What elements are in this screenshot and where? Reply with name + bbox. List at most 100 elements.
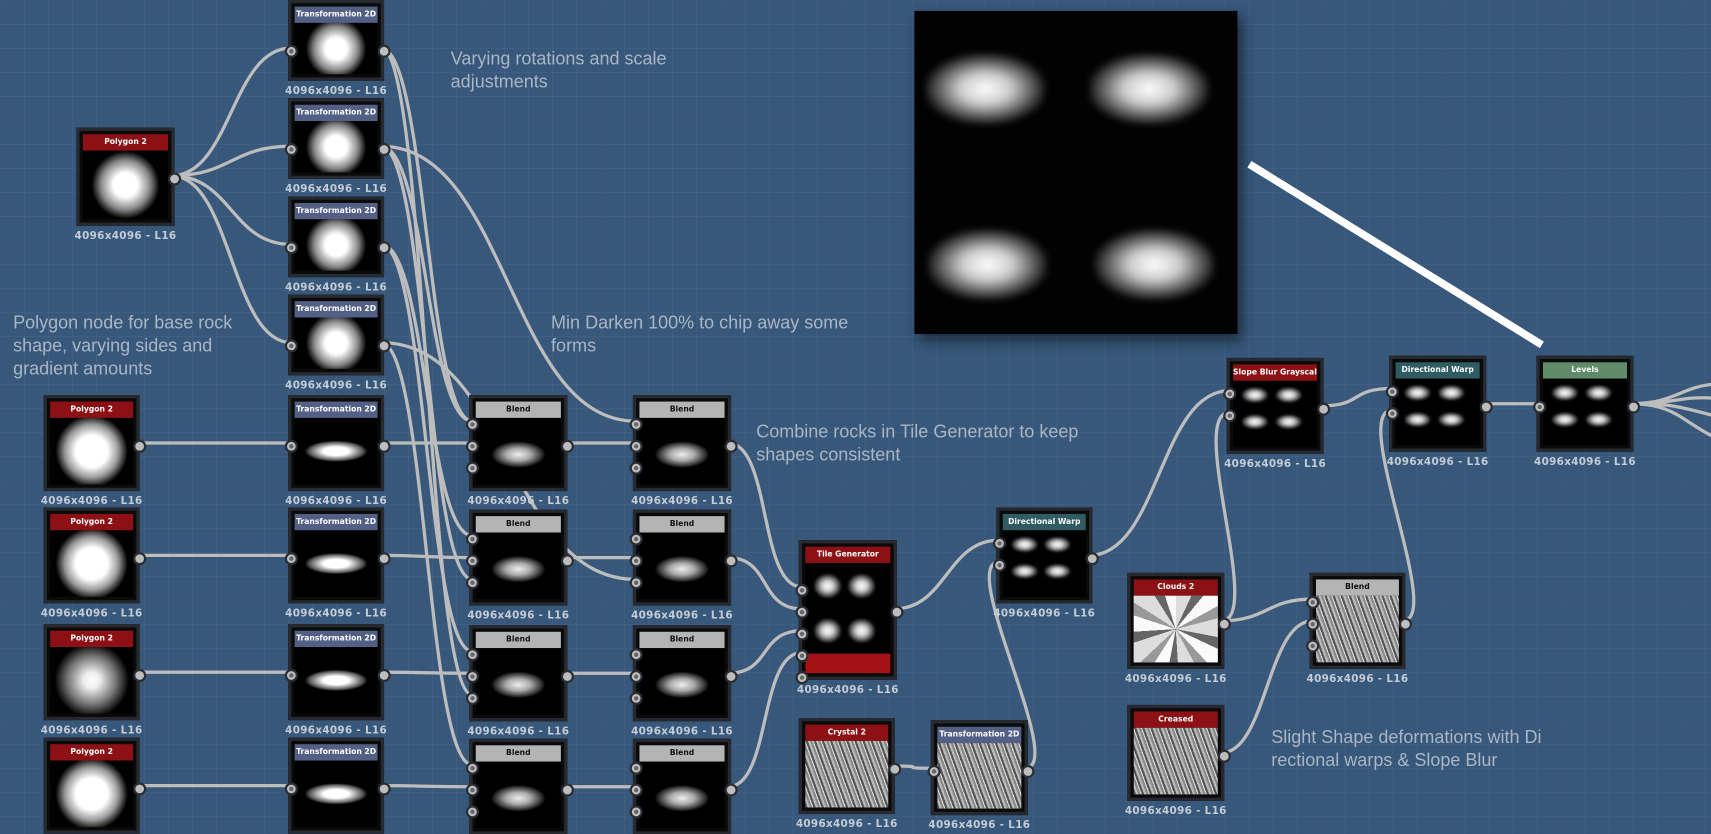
node-title[interactable]: Polygon 2: [50, 513, 134, 531]
output-port[interactable]: [377, 668, 391, 682]
input-port[interactable]: [465, 669, 480, 684]
input-port[interactable]: [284, 439, 298, 453]
node-title[interactable]: Blend: [1315, 579, 1399, 596]
input-port[interactable]: [629, 669, 643, 684]
input-port[interactable]: [1385, 407, 1399, 421]
input-port[interactable]: [465, 439, 480, 453]
node-title[interactable]: Polygon 2: [50, 630, 134, 648]
output-port[interactable]: [133, 782, 147, 796]
input-port[interactable]: [629, 461, 643, 475]
node-title[interactable]: Transformation 2D: [294, 6, 378, 23]
output-port[interactable]: [133, 439, 147, 453]
node-title[interactable]: Polygon 2: [50, 744, 134, 761]
input-port[interactable]: [629, 439, 643, 453]
node-title[interactable]: Blend: [639, 745, 725, 762]
node-title[interactable]: Polygon 2: [50, 401, 134, 418]
input-port[interactable]: [1223, 387, 1237, 401]
node-title[interactable]: Blend: [639, 401, 725, 418]
output-port[interactable]: [377, 44, 391, 58]
node-title[interactable]: Transformation 2D: [294, 202, 378, 220]
input-port[interactable]: [465, 576, 480, 590]
output-port[interactable]: [724, 783, 738, 797]
input-port[interactable]: [1306, 595, 1320, 609]
node-title[interactable]: Blend: [475, 401, 561, 418]
node-title[interactable]: Directional Warp: [1002, 513, 1086, 531]
output-port[interactable]: [1317, 402, 1331, 416]
input-port[interactable]: [465, 805, 480, 819]
output-port[interactable]: [377, 241, 391, 255]
node-title[interactable]: Transformation 2D: [294, 401, 378, 418]
input-port[interactable]: [629, 554, 643, 568]
output-port[interactable]: [560, 439, 574, 453]
input-port[interactable]: [927, 764, 941, 779]
input-port[interactable]: [992, 536, 1007, 550]
output-port[interactable]: [377, 552, 391, 566]
input-port[interactable]: [465, 761, 480, 775]
node-title[interactable]: Directional Warp: [1395, 362, 1480, 379]
output-port[interactable]: [560, 554, 574, 568]
output-port[interactable]: [724, 439, 738, 453]
input-port[interactable]: [465, 648, 480, 662]
output-port[interactable]: [560, 783, 574, 797]
node-title[interactable]: Blend: [475, 631, 561, 649]
input-port[interactable]: [1306, 639, 1320, 653]
output-port[interactable]: [1085, 552, 1099, 566]
output-port[interactable]: [724, 669, 738, 684]
node-title[interactable]: Clouds 2: [1133, 579, 1218, 596]
node-title[interactable]: Blend: [639, 516, 725, 533]
input-port[interactable]: [795, 649, 809, 663]
input-port[interactable]: [465, 417, 480, 432]
node-title[interactable]: Transformation 2D: [937, 726, 1022, 744]
input-port[interactable]: [284, 339, 298, 353]
node-title[interactable]: Blend: [475, 745, 561, 762]
input-port[interactable]: [284, 241, 298, 255]
input-port[interactable]: [795, 671, 809, 685]
input-port[interactable]: [992, 558, 1007, 572]
input-port[interactable]: [284, 552, 298, 566]
input-port[interactable]: [465, 554, 480, 568]
input-port[interactable]: [795, 627, 809, 641]
input-port[interactable]: [629, 417, 643, 432]
output-port[interactable]: [168, 172, 182, 186]
input-port[interactable]: [629, 576, 643, 590]
input-port[interactable]: [465, 532, 480, 546]
input-port[interactable]: [284, 44, 298, 58]
node-title[interactable]: Levels: [1542, 362, 1627, 379]
output-port[interactable]: [1021, 764, 1035, 779]
input-port[interactable]: [795, 583, 809, 597]
node-title[interactable]: Blend: [475, 516, 561, 533]
input-port[interactable]: [629, 805, 643, 819]
output-port[interactable]: [133, 552, 147, 566]
node-title[interactable]: Transformation 2D: [294, 744, 378, 761]
input-port[interactable]: [1223, 409, 1237, 423]
output-port[interactable]: [1217, 617, 1231, 631]
output-port[interactable]: [377, 142, 391, 157]
output-port[interactable]: [133, 668, 147, 682]
node-title[interactable]: Polygon 2: [82, 134, 169, 151]
input-port[interactable]: [629, 532, 643, 546]
output-port[interactable]: [1398, 617, 1413, 631]
input-port[interactable]: [284, 782, 298, 796]
node-title[interactable]: Transformation 2D: [294, 513, 378, 531]
